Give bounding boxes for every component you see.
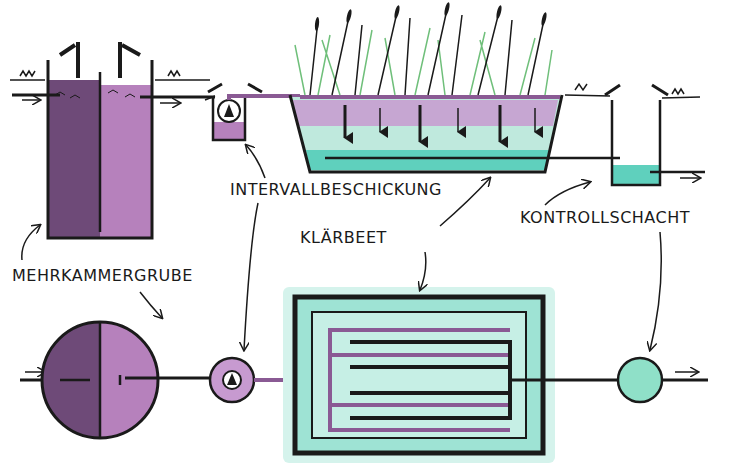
grass <box>10 71 45 80</box>
callout-label: INTERVALLBESCHICKUNG <box>230 180 442 200</box>
pipe <box>60 375 120 385</box>
drain-pipe <box>350 416 510 420</box>
outlet-pipe <box>662 379 708 382</box>
reed-head <box>495 5 502 20</box>
distribution-pipe <box>330 403 510 407</box>
reed-head <box>345 9 352 24</box>
tank-chamber-1 <box>48 80 100 238</box>
flow-arrow <box>379 108 381 132</box>
leader-arrow <box>545 182 590 205</box>
tank-plan-chamber-2 <box>100 322 158 438</box>
leader-arrow <box>244 203 258 350</box>
flow-arrow <box>344 105 347 138</box>
control-shaft-plan <box>618 358 662 402</box>
reed-head <box>540 12 547 27</box>
distribution-pipes <box>330 328 510 432</box>
tank-plan <box>42 322 158 438</box>
drain-pipe <box>350 391 510 395</box>
pump-shaft-plan <box>210 358 254 402</box>
callout-label: MEHRKAMMERGRUBE <box>12 266 193 286</box>
reed-stem <box>310 5 545 95</box>
shaft-water <box>612 165 660 185</box>
tank-wall <box>48 60 152 238</box>
shaft-cover <box>605 85 668 95</box>
callout-label: KLÄRBEET <box>300 228 387 248</box>
flow-arrow <box>22 99 40 101</box>
distribution-pipe <box>300 95 560 99</box>
tank-divider <box>99 322 102 438</box>
leader-arrow <box>22 225 40 260</box>
percolation-arrows <box>345 105 535 142</box>
drain-pipe <box>325 157 620 160</box>
filter-bed <box>290 97 560 172</box>
flow-arrow <box>160 102 180 104</box>
inlet-pipe <box>12 94 60 97</box>
outlet-pipe <box>650 171 705 174</box>
pump-symbol <box>223 371 241 389</box>
flow-arrow <box>680 177 700 179</box>
pump-symbol <box>227 373 237 385</box>
filter-bed-inner <box>312 312 526 438</box>
bed-wall <box>290 95 562 172</box>
distribution-pipe <box>330 353 510 357</box>
pump-symbol <box>218 100 240 122</box>
drain-pipe <box>350 340 510 344</box>
transfer-pipe <box>140 96 215 99</box>
feed-manifold <box>328 328 332 432</box>
leader-arrow <box>650 232 661 350</box>
drain-layer <box>306 150 549 170</box>
reed-heads <box>314 2 547 31</box>
water-surface <box>55 90 135 98</box>
drain-pipe <box>350 365 510 369</box>
leader-arrow <box>140 292 162 318</box>
bed-glow <box>283 287 555 463</box>
access-chimney <box>60 42 140 78</box>
leader-arrow <box>420 252 426 290</box>
leader-lines <box>22 145 661 350</box>
pump-shaft <box>213 96 245 140</box>
flow-arrow <box>499 105 502 142</box>
grass <box>155 71 210 80</box>
outflow-pipe <box>510 379 618 382</box>
pump-water <box>213 122 245 140</box>
distribution-pipe <box>330 328 510 332</box>
flow-arrow <box>419 105 422 142</box>
flow-arrow <box>457 108 459 132</box>
reed-stems <box>310 5 545 95</box>
transfer-pipe <box>125 377 212 380</box>
grass <box>565 84 610 96</box>
filter-bed-plan <box>295 297 543 453</box>
reed-head <box>314 17 319 31</box>
flow-arrow <box>675 371 698 373</box>
reed-head <box>393 5 400 20</box>
reed-head <box>443 2 450 17</box>
leader-arrow <box>440 178 490 226</box>
tank-chamber-2 <box>100 85 152 238</box>
tank-divider <box>99 72 102 232</box>
flow-arrow <box>534 108 536 132</box>
shaft-cover <box>208 84 262 92</box>
sewage-layer <box>292 100 558 126</box>
pump-symbol <box>224 104 234 117</box>
callout-label: KONTROLLSCHACHT <box>520 208 690 228</box>
leader-arrow <box>246 145 265 178</box>
distribution-pipe <box>330 428 510 432</box>
